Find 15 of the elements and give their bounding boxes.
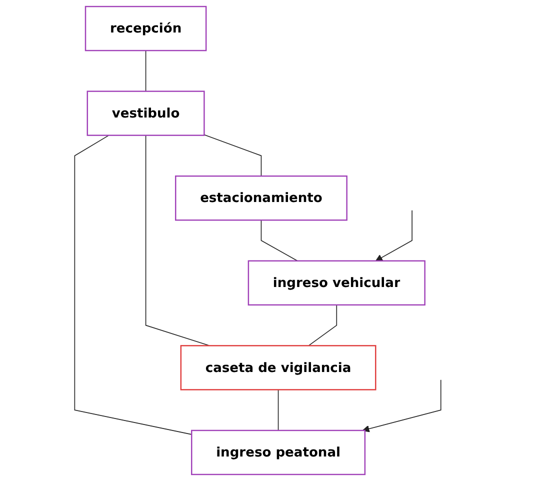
connector [145,50,146,92]
node-box: caseta de vigilancia [180,345,376,390]
arrow [362,380,442,432]
node-box: ingreso vehicular [248,260,426,306]
arrow [375,210,412,262]
node-box: vestibulo [86,90,205,136]
connector [278,389,279,431]
connector [74,134,192,435]
node-box: estacionamiento [175,175,348,221]
connector [145,134,210,346]
connector [260,220,298,262]
node-box: recepción [84,6,207,52]
node-box: ingreso peatonal [191,430,366,476]
connector [308,304,338,346]
connector [204,134,262,176]
